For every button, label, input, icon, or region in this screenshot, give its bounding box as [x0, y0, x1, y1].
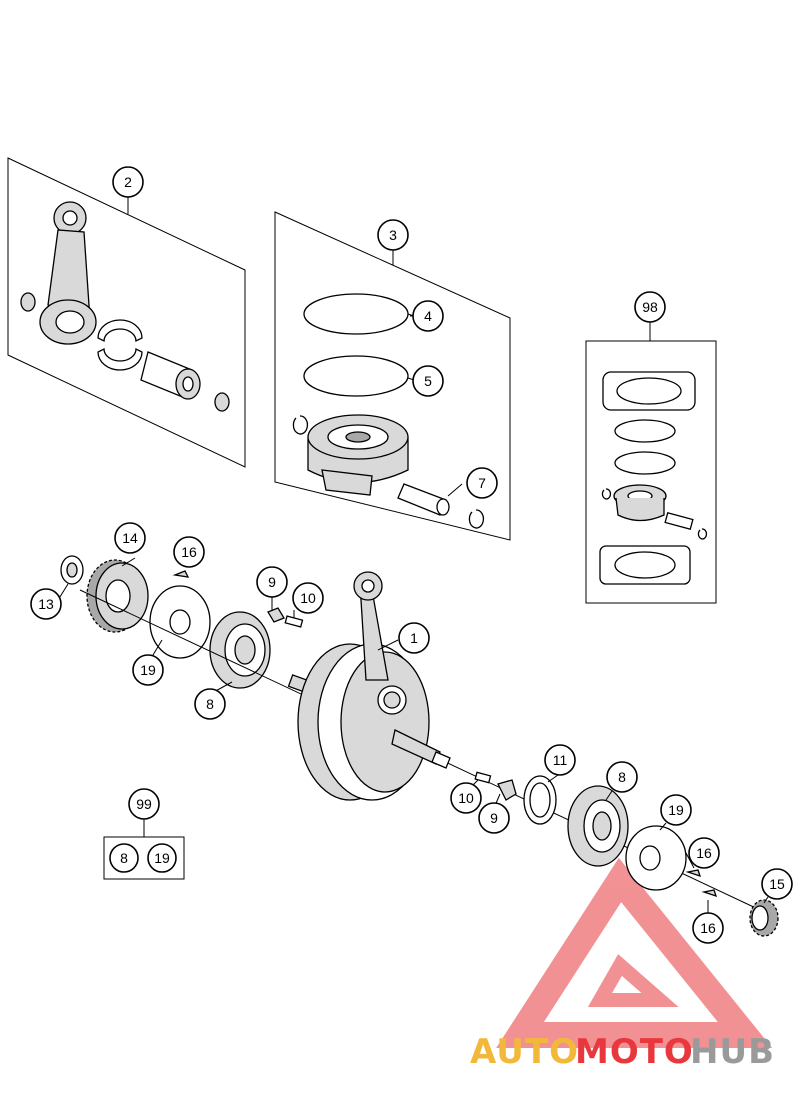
- svg-text:13: 13: [38, 596, 54, 612]
- thrust-washer-right: [214, 392, 230, 412]
- callout-19-left: 19: [132, 654, 164, 686]
- svg-text:4: 4: [424, 308, 432, 324]
- callout-1: 1: [398, 622, 430, 654]
- callout-8-left: 8: [194, 688, 226, 720]
- svg-text:8: 8: [206, 696, 214, 712]
- callout-7: 7: [466, 467, 498, 499]
- woodruff-key-right: [685, 869, 702, 878]
- shim-washer-right-19: [625, 825, 687, 891]
- connecting-rod-kit-box: [7, 157, 246, 468]
- kit-ring-top: [614, 419, 676, 443]
- svg-text:98: 98: [642, 299, 658, 315]
- svg-text:15: 15: [769, 876, 785, 892]
- svg-text:19: 19: [154, 850, 170, 866]
- watermark-logo: [496, 857, 773, 1048]
- timing-gear: [749, 899, 779, 937]
- base-gasket: [599, 545, 691, 585]
- callout-99: 99: [128, 788, 160, 820]
- thrust-washer-left: [20, 292, 36, 312]
- svg-text:AUTO: AUTO: [470, 1032, 579, 1072]
- kit-circlip: [601, 488, 612, 500]
- kit-99-item-19: 19: [147, 843, 177, 873]
- primary-gear: [86, 559, 149, 633]
- watermark-text: AUTO MOTO HUB: [470, 1032, 775, 1072]
- woodruff-key-right-2: [701, 889, 718, 898]
- callout-14: 14: [114, 522, 146, 554]
- callout-9-right: 9: [478, 802, 510, 834]
- callout-3: 3: [377, 219, 409, 251]
- svg-text:10: 10: [300, 590, 316, 606]
- bearing-retainer-left: [267, 607, 304, 628]
- callout-10-right: 10: [450, 782, 482, 814]
- callout-16-right-lower: 16: [692, 912, 724, 944]
- callout-13: 13: [30, 588, 62, 620]
- bearing-retainer-right: [474, 771, 517, 801]
- callout-19-right: 19: [660, 794, 692, 826]
- kit-circlip-right: [697, 528, 708, 540]
- svg-text:HUB: HUB: [690, 1032, 775, 1072]
- callout-9-left: 9: [256, 566, 288, 598]
- piston-ring-second: [303, 355, 409, 397]
- svg-text:16: 16: [696, 845, 712, 861]
- crank-pin: [140, 351, 201, 400]
- svg-text:10: 10: [458, 790, 474, 806]
- main-bearing-right: [567, 785, 629, 867]
- svg-text:MOTO: MOTO: [575, 1032, 694, 1072]
- svg-text:19: 19: [668, 802, 684, 818]
- callout-2: 2: [112, 166, 144, 198]
- callout-16-left: 16: [173, 536, 205, 568]
- svg-text:9: 9: [268, 574, 276, 590]
- kit-wrist-pin: [664, 512, 694, 530]
- kit-piston: [613, 484, 667, 522]
- svg-text:19: 19: [140, 662, 156, 678]
- woodruff-key-left: [172, 570, 190, 578]
- bearing-shells: [97, 319, 143, 371]
- piston: [307, 414, 409, 496]
- svg-text:2: 2: [124, 174, 132, 190]
- svg-text:9: 9: [490, 810, 498, 826]
- callout-16-right-upper: 16: [688, 837, 720, 869]
- svg-text:16: 16: [700, 920, 716, 936]
- wrist-pin: [397, 483, 450, 516]
- kit-99-item-8: 8: [109, 843, 139, 873]
- svg-text:7: 7: [478, 475, 486, 491]
- callout-15: 15: [761, 868, 793, 900]
- crankshaft: [287, 571, 451, 801]
- callout-98: 98: [634, 291, 666, 323]
- callout-5: 5: [412, 365, 444, 397]
- svg-text:3: 3: [389, 227, 397, 243]
- callout-8-right: 8: [606, 761, 638, 793]
- svg-text:14: 14: [122, 530, 138, 546]
- shim-washer-left: [149, 585, 211, 659]
- svg-text:5: 5: [424, 373, 432, 389]
- bearing-kit-box: [103, 818, 185, 880]
- piston-ring-top: [303, 293, 409, 335]
- connecting-rod: [39, 201, 97, 345]
- gasket-kit-box: [585, 322, 717, 604]
- circlip-left: [292, 415, 309, 435]
- head-gasket: [602, 371, 696, 411]
- svg-text:8: 8: [120, 850, 128, 866]
- shim-washer-right-11: [523, 775, 557, 825]
- svg-text:16: 16: [181, 544, 197, 560]
- main-bearing-left: [209, 611, 271, 689]
- svg-text:1: 1: [410, 630, 418, 646]
- piston-kit-box: [274, 211, 511, 541]
- callout-11: 11: [544, 744, 576, 776]
- retaining-ring-13: [60, 555, 84, 585]
- svg-text:99: 99: [136, 796, 152, 812]
- circlip-right: [468, 509, 485, 529]
- svg-text:8: 8: [618, 769, 626, 785]
- callout-4: 4: [412, 300, 444, 332]
- kit-ring-second: [614, 451, 676, 475]
- callout-10-left: 10: [292, 582, 324, 614]
- svg-text:11: 11: [553, 752, 568, 768]
